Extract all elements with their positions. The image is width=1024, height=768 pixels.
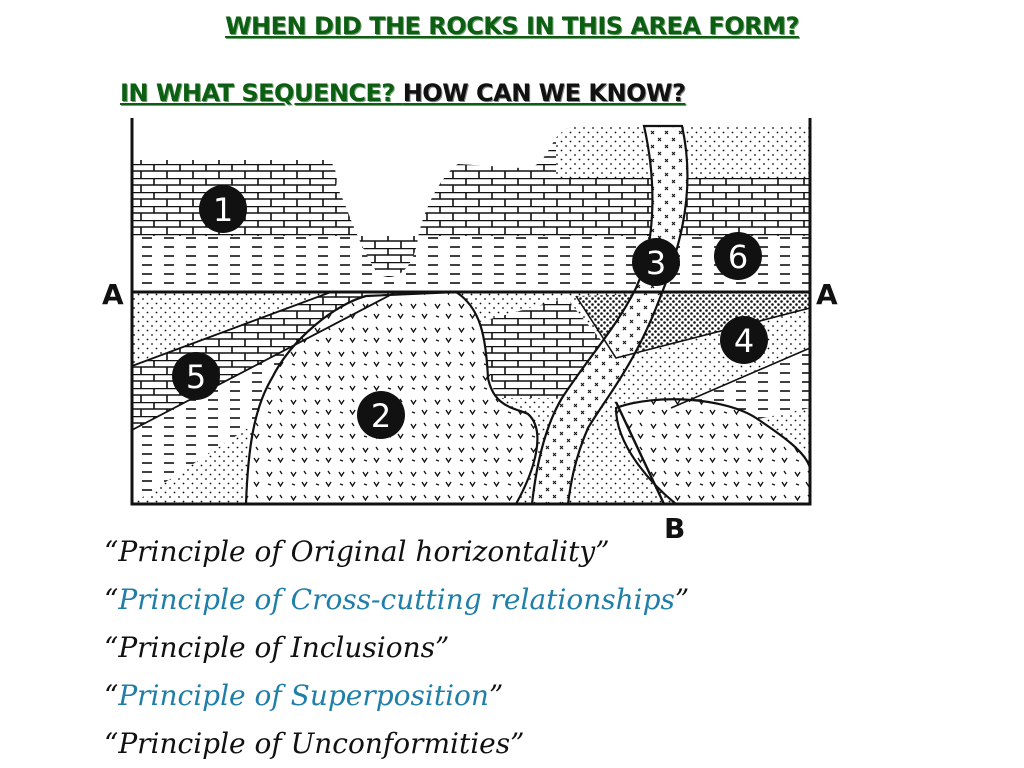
unit-marker-4: 4 [720, 316, 768, 364]
svg-text:4: 4 [734, 322, 754, 360]
svg-text:3: 3 [646, 244, 666, 282]
slide-title-line-2: IN WHAT SEQUENCE? HOW CAN WE KNOW? [120, 79, 686, 107]
unit-marker-5: 5 [172, 352, 220, 400]
svg-text:5: 5 [186, 358, 206, 396]
principle-superposition: “Principle of Superposition” [104, 679, 504, 712]
principle-inclusions: “Principle of Inclusions” [104, 631, 450, 664]
marker-a-left: A [102, 278, 124, 311]
marker-a-right: A [816, 278, 838, 311]
svg-text:6: 6 [728, 238, 748, 276]
svg-text:1: 1 [213, 191, 233, 229]
title-know-question: HOW CAN WE KNOW? [402, 79, 686, 107]
title-sequence-question: IN WHAT SEQUENCE? [120, 79, 395, 107]
unit-marker-2: 2 [357, 391, 405, 439]
svg-text:2: 2 [371, 397, 391, 435]
unit-marker-6: 6 [714, 232, 762, 280]
principles-list: “Principle of Original horizontality” “P… [104, 528, 689, 768]
unit-marker-3: 3 [632, 238, 680, 286]
principle-original-horizontality: “Principle of Original horizontality” [104, 535, 610, 568]
principle-cross-cutting: “Principle of Cross-cutting relationship… [104, 583, 690, 616]
unit-marker-1: 1 [199, 185, 247, 233]
geologic-cross-section: 1 2 3 4 5 6 A A B [102, 118, 838, 545]
slide-title-line-1: WHEN DID THE ROCKS IN THIS AREA FORM? [225, 12, 799, 40]
principle-unconformities: “Principle of Unconformities” [104, 727, 525, 760]
marker-b: B [664, 512, 685, 545]
